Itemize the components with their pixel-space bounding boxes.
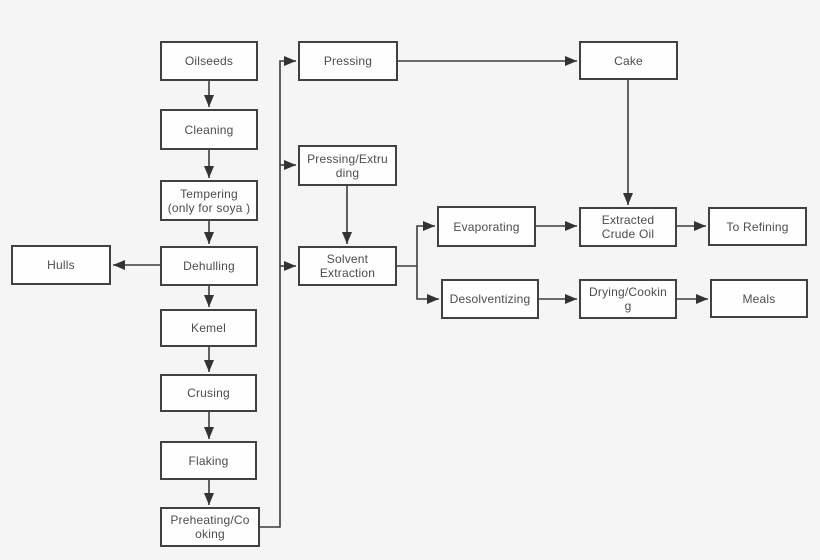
edge-branch-evaporating [416,221,435,266]
node-pressing-extruding: Pressing/Extru ding [298,145,397,186]
node-flaking: Flaking [160,441,257,480]
node-preheating-cooking: Preheating/Co oking [160,507,260,547]
edge-branch-desolventizing [416,266,439,304]
node-drying-cooking: Drying/Cookin g [579,279,677,319]
edge-preheating-trunk-pressing [260,56,296,528]
node-extracted-crude-oil: Extracted Crude Oil [579,207,677,247]
node-dehulling: Dehulling [160,246,258,286]
node-pressing: Pressing [298,41,398,81]
node-meals: Meals [710,279,808,318]
node-tempering: Tempering (only for soya ) [160,180,258,221]
node-solvent-extraction: Solvent Extraction [298,246,397,286]
node-desolventizing: Desolventizing [441,279,539,319]
node-kemel: Kemel [160,309,257,347]
node-crusing: Crusing [160,374,257,412]
node-hulls: Hulls [11,245,111,285]
node-cleaning: Cleaning [160,109,258,150]
node-evaporating: Evaporating [437,206,536,247]
node-to-refining: To Refining [708,207,807,246]
node-oilseeds: Oilseeds [160,41,258,81]
node-cake: Cake [579,41,678,80]
